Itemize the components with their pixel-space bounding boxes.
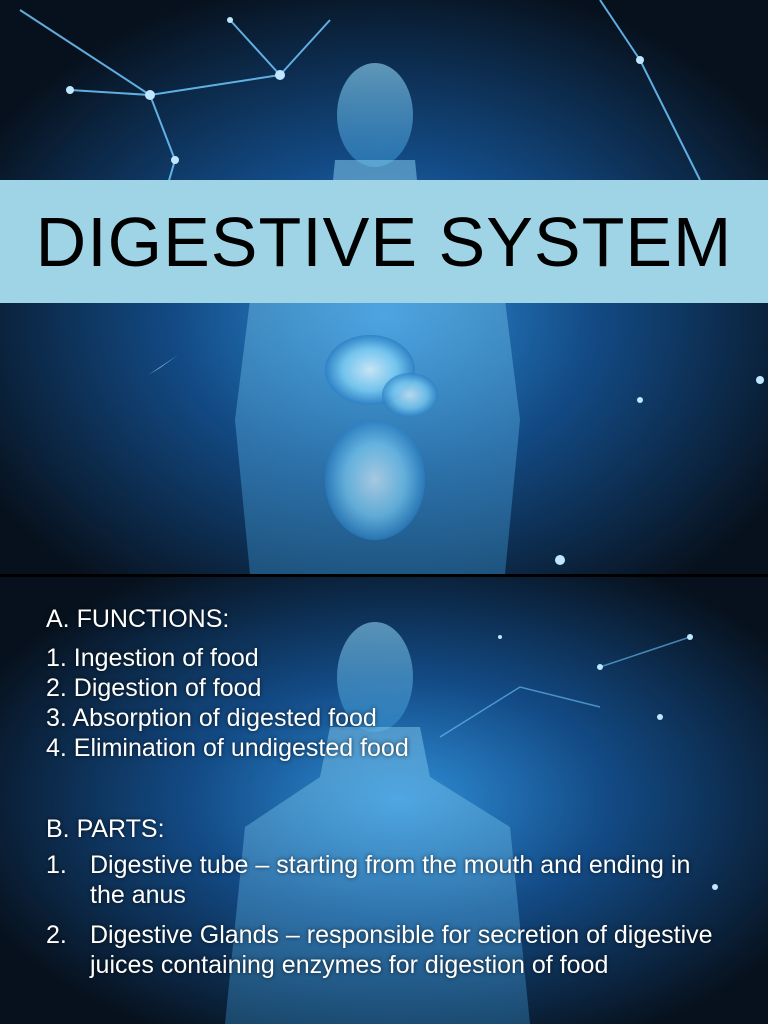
slide-title: DIGESTIVE SYSTEM — [35, 202, 733, 281]
slide-divider — [0, 574, 768, 577]
part-text: Digestive Glands – responsible for secre… — [90, 921, 713, 979]
function-item: 4. Elimination of undigested food — [46, 734, 409, 762]
body-illustration-background — [0, 577, 768, 1024]
function-item: 1. Ingestion of food — [46, 644, 259, 672]
content-slide: A. FUNCTIONS: 1. Ingestion of food 2. Di… — [0, 577, 768, 1024]
title-band: DIGESTIVE SYSTEM — [0, 180, 768, 303]
part-number: 1. — [46, 851, 67, 879]
human-body-figure — [225, 622, 530, 1024]
part-number: 2. — [46, 921, 67, 949]
function-item: 3. Absorption of digested food — [46, 704, 377, 732]
title-slide: DIGESTIVE SYSTEM — [0, 0, 768, 574]
parts-heading: B. PARTS: — [46, 815, 165, 843]
function-item: 2. Digestion of food — [46, 674, 262, 702]
functions-heading: A. FUNCTIONS: — [46, 605, 230, 633]
part-text: Digestive tube – starting from the mouth… — [90, 851, 691, 909]
